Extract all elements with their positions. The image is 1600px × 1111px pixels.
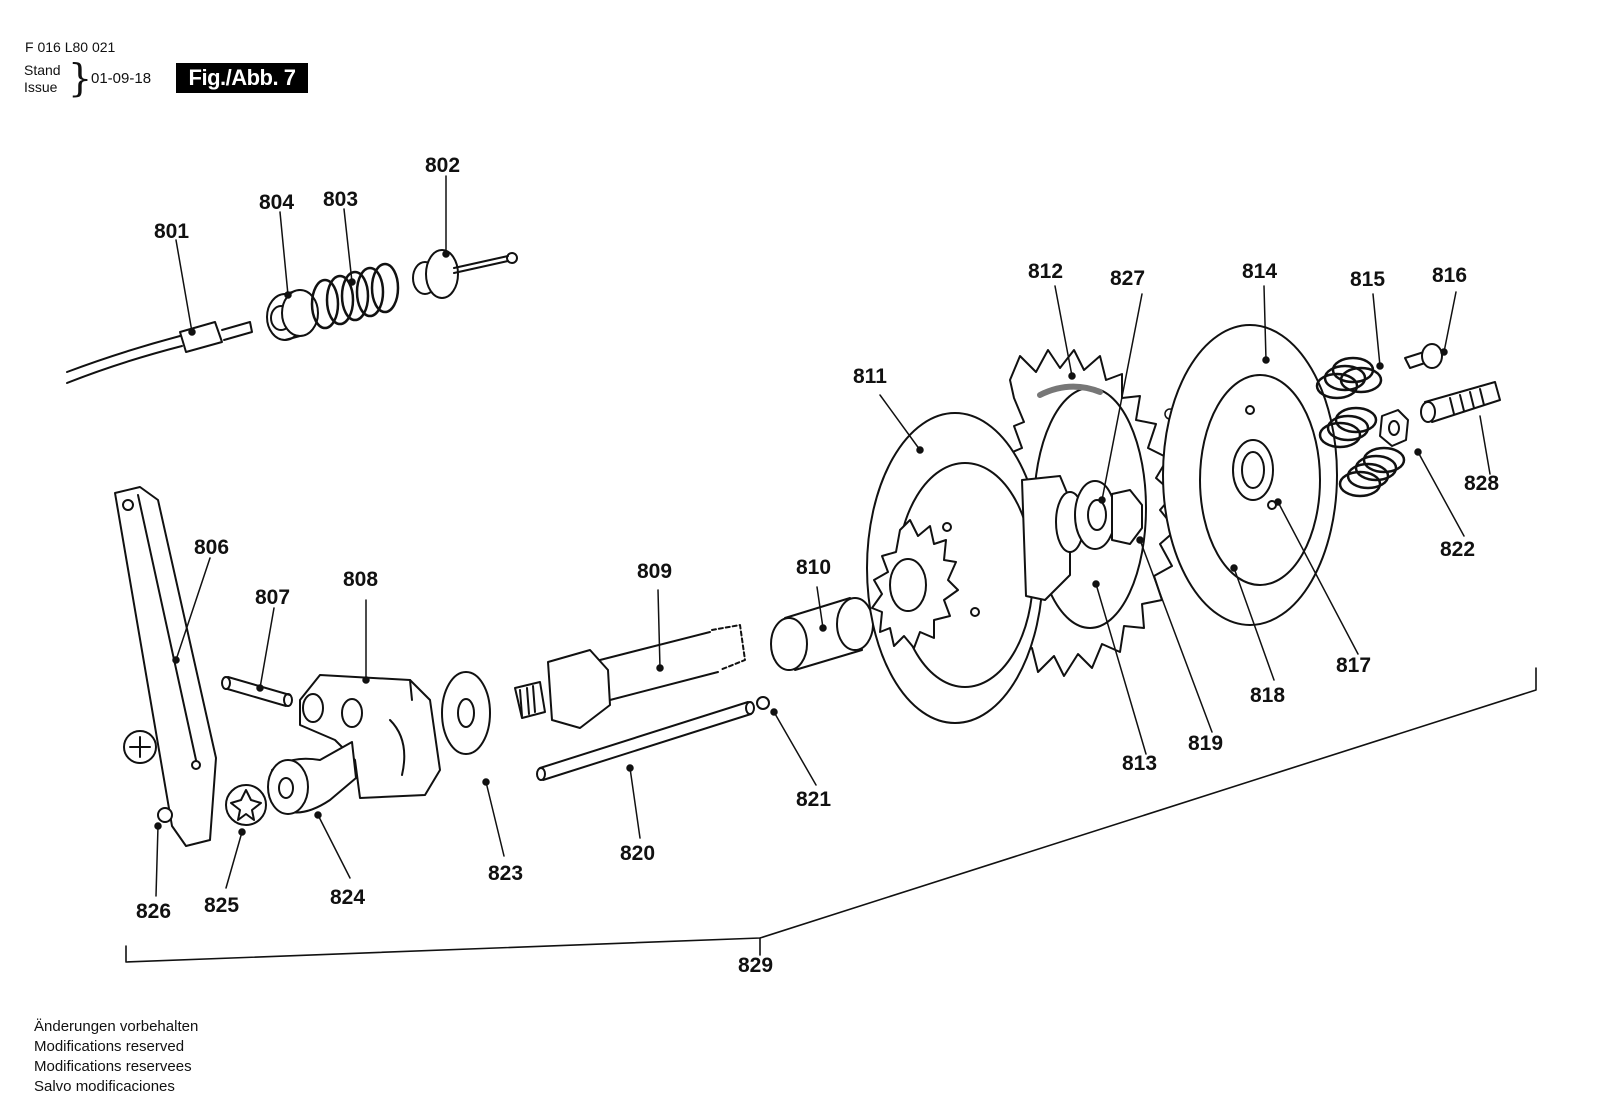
footer-line-en: Modifications reserved: [34, 1038, 185, 1055]
part-814-plate: [1162, 324, 1338, 626]
part-806-lever: [114, 486, 217, 847]
part-808-bracket: [299, 674, 441, 799]
part-labels: 801 802 803 804 806 807 808 809 810 811 …: [136, 154, 1499, 977]
label-807: 807: [255, 586, 290, 609]
footer-line-fr: Modifications reservees: [34, 1058, 192, 1075]
label-812: 812: [1028, 260, 1063, 283]
leader-lines: [154, 175, 1491, 897]
label-815: 815: [1350, 268, 1385, 291]
label-826: 826: [136, 900, 171, 923]
part-822-nut: [1379, 409, 1409, 447]
brace-icon: }: [68, 56, 93, 100]
label-813: 813: [1122, 752, 1157, 775]
label-822: 822: [1440, 538, 1475, 561]
part-821-ball: [756, 696, 770, 710]
label-828: 828: [1464, 472, 1499, 495]
part-820-rod: [536, 701, 755, 781]
part-804-sleeve: [266, 289, 319, 341]
label-811: 811: [853, 365, 887, 388]
part-801-cable-fitting: [66, 321, 253, 384]
part-828-threaded-pin: [1420, 381, 1501, 423]
part-810-sleeve: [770, 597, 874, 671]
footer-line-de: Änderungen vorbehalten: [34, 1018, 199, 1035]
label-827: 827: [1110, 267, 1145, 290]
label-804: 804: [259, 191, 294, 214]
label-817: 817: [1336, 654, 1371, 677]
part-803-spring: [310, 262, 400, 330]
part-824-cam: [267, 741, 357, 815]
label-801: 801: [154, 220, 189, 243]
label-803: 803: [323, 188, 358, 211]
label-821: 821: [796, 788, 831, 811]
part-815-springs: [1315, 356, 1406, 498]
part-823-washer: [441, 671, 491, 755]
part-809-axle: [514, 624, 746, 729]
label-806: 806: [194, 536, 229, 559]
label-823: 823: [488, 862, 523, 885]
label-818: 818: [1250, 684, 1285, 707]
label-809: 809: [637, 560, 672, 583]
label-802: 802: [425, 154, 460, 177]
label-816: 816: [1432, 264, 1467, 287]
label-825: 825: [204, 894, 239, 917]
part-827-washer: [1074, 480, 1116, 550]
part-816-screw: [1404, 343, 1443, 369]
issue-label: Issue: [24, 79, 58, 95]
part-819-nut: [1111, 489, 1143, 545]
label-820: 820: [620, 842, 655, 865]
label-808: 808: [343, 568, 378, 591]
label-814: 814: [1242, 260, 1277, 283]
document-number: F 016 L80 021: [25, 39, 116, 55]
part-807-pin: [221, 676, 293, 707]
stand-label: Stand: [24, 62, 61, 78]
label-810: 810: [796, 556, 831, 579]
part-825-star-washer: [225, 784, 267, 826]
issue-date: 01-09-18: [91, 70, 152, 87]
label-829: 829: [738, 954, 773, 977]
label-824: 824: [330, 886, 365, 909]
label-819: 819: [1188, 732, 1223, 755]
figure-label: Fig./Abb. 7: [176, 63, 308, 93]
part-811-disc: [866, 412, 1044, 724]
part-802-cable-end: [412, 249, 518, 299]
assembly-829-bracket: [125, 667, 1537, 963]
footer-line-es: Salvo modificaciones: [34, 1078, 175, 1095]
